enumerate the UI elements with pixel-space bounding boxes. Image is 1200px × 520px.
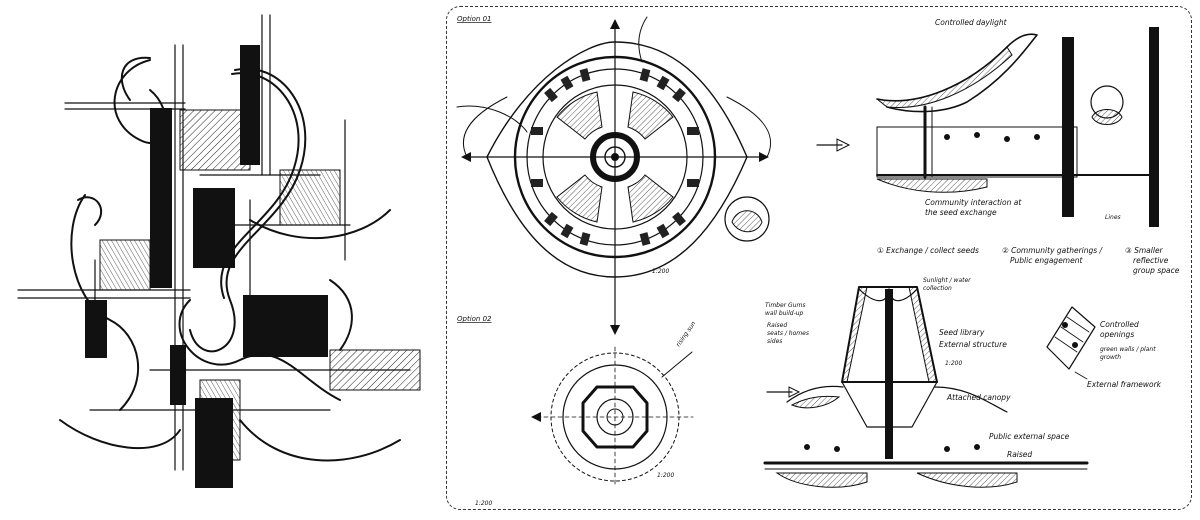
- design-board-svg: Option 01 Option 02: [456, 15, 1180, 507]
- seed-library-label: Seed library: [939, 328, 985, 337]
- public-space-label: Public external space: [989, 432, 1070, 441]
- abstract-sketch-svg: [17, 14, 421, 488]
- green-walls-line1: green walls / plant: [1100, 346, 1156, 353]
- timber-label-line2: wall build-up: [765, 310, 804, 317]
- openings-label: openings: [1100, 330, 1134, 339]
- hatched-block: [179, 109, 251, 171]
- option-2-label: Option 02: [457, 315, 492, 323]
- green-walls-line2: growth: [1100, 354, 1121, 361]
- black-block: [150, 108, 172, 288]
- hatched-block: [279, 169, 341, 226]
- scale-label: 1:200: [475, 500, 492, 507]
- legend-item-3-line3: group space: [1133, 266, 1180, 275]
- collection-label: collection: [923, 285, 952, 292]
- option-1-circular-plan: [456, 16, 772, 335]
- black-block: [170, 345, 186, 405]
- external-structure-label: External structure: [939, 340, 1007, 349]
- controlled-label: Controlled: [1100, 320, 1139, 329]
- hatched-block: [99, 239, 151, 291]
- black-block: [240, 45, 260, 165]
- black-block: [195, 398, 233, 488]
- raised-label-line3: sides: [767, 338, 782, 345]
- daylight-label: Controlled daylight: [935, 18, 1008, 27]
- abstract-composition-sketch: [0, 0, 440, 520]
- raised-label: Raised: [1007, 450, 1032, 459]
- community-label-line1: Community interaction at: [925, 198, 1022, 207]
- raised-label-line1: Raised: [767, 322, 787, 329]
- raised-label-line2: seats / homes: [767, 330, 809, 337]
- attached-canopy-label: Attached canopy: [946, 393, 1011, 402]
- sunlight-label: Sunlight / water: [923, 277, 971, 284]
- ribbon-curves: [59, 56, 401, 462]
- black-block: [193, 188, 235, 268]
- hatched-block: [329, 349, 421, 391]
- tree-sketch: [724, 196, 770, 242]
- scale-label: 1:200: [657, 472, 674, 479]
- legend-item-2-line1: ② Community gatherings /: [1002, 246, 1104, 255]
- legend-item-3-line1: ③ Smaller: [1125, 246, 1164, 255]
- framework-label: External framework: [1087, 380, 1162, 389]
- community-label-line2: the seed exchange: [925, 208, 997, 217]
- scale-label: 1:200: [945, 360, 962, 367]
- black-block: [243, 295, 328, 357]
- scale-label: 1:200: [652, 268, 669, 275]
- design-options-board: Option 01 Option 02: [446, 6, 1192, 510]
- option-1-label: Option 01: [457, 15, 492, 23]
- legend-item-3-line2: reflective: [1133, 256, 1169, 265]
- option-2-octagonal-plan: [531, 346, 694, 488]
- legend-item-2-line2: Public engagement: [1010, 256, 1083, 265]
- timber-label-line1: Timber Gums: [765, 302, 805, 309]
- legend-item-1: ① Exchange / collect seeds: [877, 246, 979, 255]
- section-small-label: Lines: [1105, 214, 1121, 221]
- canopy-section-1: [816, 27, 1159, 227]
- compass-label: rising sun: [675, 320, 698, 348]
- tower-section-2: [763, 286, 1089, 488]
- framework-detail: [1046, 306, 1096, 380]
